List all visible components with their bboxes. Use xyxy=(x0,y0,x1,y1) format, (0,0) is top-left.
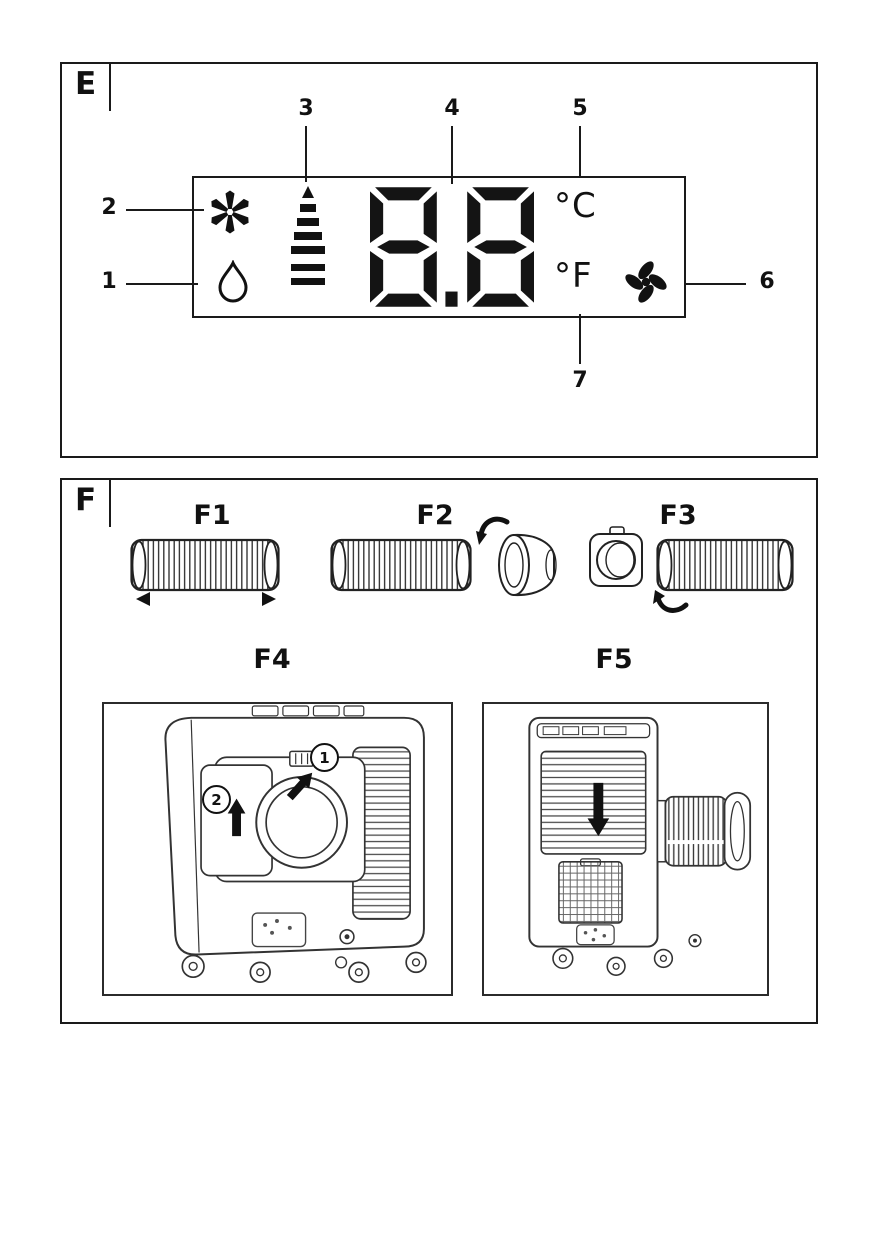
figure-f2-label: F2 xyxy=(416,500,454,531)
hose-connector-ring xyxy=(255,750,348,869)
celsius-unit: °C xyxy=(554,186,597,226)
control-display: °C °F xyxy=(192,176,686,318)
drain-outlets xyxy=(688,934,702,948)
divider xyxy=(109,64,111,111)
unit-with-hose-illustration xyxy=(528,716,752,976)
callout-line xyxy=(126,209,204,212)
step-badge: 2 xyxy=(202,785,231,814)
fan-icon xyxy=(625,261,667,303)
callout-3: 3 xyxy=(298,96,314,121)
figure-f5-label: F5 xyxy=(595,644,633,675)
callout-line xyxy=(684,283,746,286)
water-drop-icon xyxy=(218,260,248,303)
flange-adapter-illustration xyxy=(589,526,643,587)
caster-wheels xyxy=(181,951,427,983)
figure-f-label: F xyxy=(75,482,97,518)
extend-left-arrow-icon xyxy=(136,592,150,606)
filter-panel xyxy=(558,858,623,924)
callout-line xyxy=(126,283,198,286)
insert-down-arrow xyxy=(587,782,610,837)
callout-2: 2 xyxy=(101,195,117,220)
caster-wheels xyxy=(552,947,674,976)
exhaust-hose-illustration xyxy=(330,538,472,592)
figure-e-label: E xyxy=(75,66,97,102)
callout-line xyxy=(579,314,582,364)
attached-hose xyxy=(656,791,752,871)
callout-line xyxy=(451,126,454,184)
callout-7: 7 xyxy=(572,368,588,393)
callout-5: 5 xyxy=(572,96,588,121)
vent-grille xyxy=(540,750,647,855)
step-badge: 1 xyxy=(310,743,339,772)
unit-rear-hose-attach-illustration xyxy=(164,705,427,983)
drain-outlets xyxy=(334,929,355,969)
callout-line xyxy=(579,126,582,176)
figure-f1-label: F1 xyxy=(193,500,231,531)
step-arrows xyxy=(227,772,313,837)
exhaust-hose-illustration xyxy=(130,538,280,592)
figure-f4-label: F4 xyxy=(253,644,291,675)
snowflake-icon xyxy=(211,190,249,234)
callout-line xyxy=(305,126,308,182)
fan-speed-bars-icon xyxy=(291,186,325,285)
extend-right-arrow-icon xyxy=(262,592,276,606)
seven-segment-display xyxy=(370,187,534,307)
callout-4: 4 xyxy=(444,96,460,121)
round-adapter-illustration xyxy=(498,533,557,597)
rating-sticker xyxy=(251,912,307,948)
rating-sticker xyxy=(576,924,615,946)
figure-f3-label: F3 xyxy=(659,500,697,531)
figure-e-panel: E xyxy=(60,62,818,458)
rotate-arrow-icon xyxy=(476,516,510,545)
divider xyxy=(109,480,111,527)
rotate-arrow-icon xyxy=(653,590,689,613)
figure-f4-frame: 1 2 xyxy=(102,702,453,996)
figure-f5-frame xyxy=(482,702,769,996)
callout-1: 1 xyxy=(101,269,117,294)
fahrenheit-unit: °F xyxy=(554,256,593,296)
callout-6: 6 xyxy=(759,269,775,294)
exhaust-hose-illustration xyxy=(656,538,794,592)
figure-f-panel: F F1 F2 xyxy=(60,478,818,1024)
